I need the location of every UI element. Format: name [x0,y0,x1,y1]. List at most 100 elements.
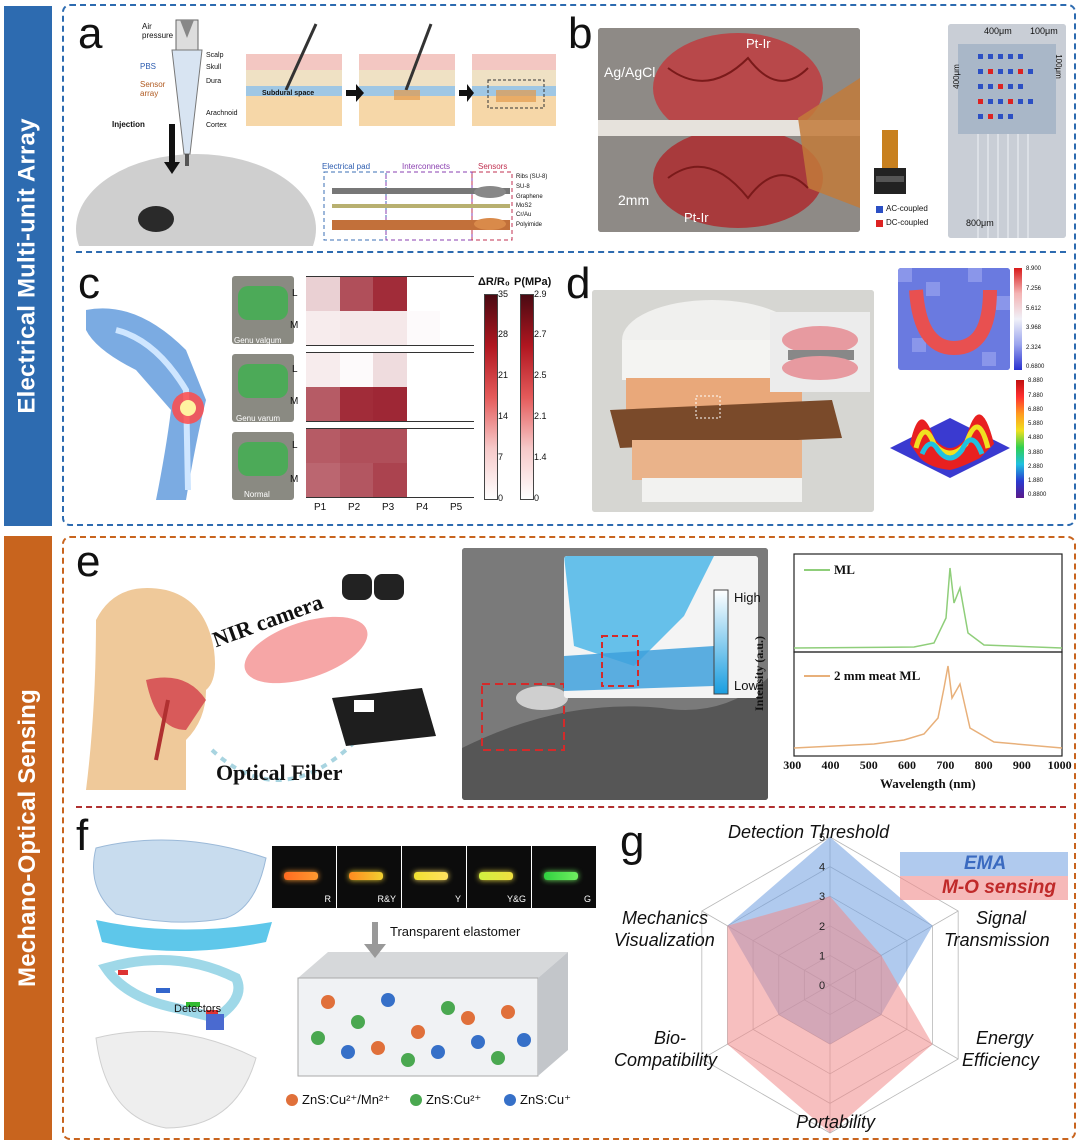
panel-c-letter: c [78,259,100,308]
panel-f-legend-dot-3 [504,1094,516,1106]
radar-label-mech-2: Visualization [614,930,715,950]
colorbar-tick: 2.7 [534,329,547,340]
panel-e-xlabel: Wavelength (nm) [880,776,976,791]
panel-a-label-pad: Electrical pad [322,162,371,171]
heatmap-cell [373,311,407,345]
panel-b-ac-swatch [876,206,883,213]
radar-label-portability: Portability [796,1112,876,1132]
panel-c-knee-svg [86,308,206,500]
colorbar-tick: 7.880 [1028,392,1044,399]
panel-a-label-cortex: Cortex [206,122,227,129]
panel-b-label-100-side: 100μm [1053,54,1063,79]
panel-b-label-ptir-top: Pt-Ir [746,36,771,51]
panel-e-setup-svg [86,574,436,790]
panel-a-label-su8: SU-8 [516,184,530,190]
spectrum-xtick: 300 [783,758,802,772]
colorbar-tick: 0.6800 [1026,364,1045,371]
heatmap-cell [339,353,374,387]
panel-b-label-agagcl: Ag/AgCl [604,64,656,80]
heatmap-cell [339,463,374,497]
colorbar-tick: 8.900 [1026,266,1042,273]
spectrum-xtick: 400 [821,758,840,772]
panel-b-label-800: 800μm [966,218,994,228]
colorbar-tick: 1.880 [1028,478,1044,485]
colorbar-tick: 5.612 [1026,305,1042,312]
panel-b-letter: b [568,9,593,58]
heatmap-cell [306,353,340,387]
panel-d-map-svg [898,268,1010,370]
panel-c-col-p1: P1 [314,502,327,513]
panel-b-svg [598,28,860,232]
panel-a-label-arachnoid: Arachnoid [206,110,238,117]
colorbar-tick: 2.880 [1028,463,1044,470]
panel-a-label-subdural: Subdural space [262,90,315,97]
panel-a-label-skull: Skull [206,64,222,71]
panel-c-colorbar-1-title: ΔR/R₀ [478,276,510,288]
section-tab-optical: Mechano-Optical Sensing [4,536,52,1140]
divider-electrical [76,251,1066,253]
heatmap-cell [406,353,441,387]
frame-optical [62,536,1076,1140]
panel-f-elastomer-svg [297,922,568,1077]
strip-cell: R [272,846,336,908]
panel-e-legend-meat: 2 mm meat ML [834,668,921,683]
colorbar-tick: 5.880 [1028,421,1044,428]
radar-tick-label: 1 [819,950,825,962]
heatmap-cell [339,387,374,421]
strip-glow [349,872,383,880]
panel-c-lm-1-l: L [292,288,298,299]
radar-tick-label: 4 [819,862,825,874]
panel-a-label-graphene: Graphene [516,194,543,200]
heatmap-cell [306,387,340,421]
panel-c-insole-1 [232,276,294,344]
panel-b-chip-svg [948,24,1066,238]
colorbar-tick: 7.256 [1026,286,1042,292]
strip-cell: G [532,846,596,908]
colorbar-tick: 6.880 [1028,406,1044,413]
panel-c-lm-3-l: L [292,440,298,451]
panel-c-colorbar-1 [484,294,498,500]
panel-b-label-dc: DC-coupled [886,218,929,227]
panel-e-legend-ml: ML [834,562,855,577]
panel-e-3d-inset [564,556,758,698]
panel-b-connector [870,130,910,200]
strip-label: R&Y [377,894,396,904]
panel-e-spectrum-plot [774,548,1066,798]
strip-cell: R&Y [337,846,401,908]
heatmap-cell [406,429,441,463]
section-tab-electrical-label: Electrical Multi-unit Array [14,118,41,414]
panel-a-label-crau: Cr/Au [516,212,532,218]
radar-legend-mo-swatch [900,876,1068,900]
heatmap-cell [339,429,374,463]
panel-b-label-400-top: 400μm [984,26,1012,36]
heatmap-cell [373,387,407,421]
panel-a-label-sensors: Sensors [478,162,508,171]
panel-c-lm-3-m: M [290,474,299,485]
heatmap-cell [306,277,340,311]
panel-a-label-injection: Injection [112,120,145,129]
panel-c-colorbar-2 [520,294,534,500]
heatmap-cell [373,353,407,387]
panel-c-insole-2 [232,354,294,422]
panel-a-label-ribs: Ribs (SU-8) [516,174,548,180]
panel-f-detectors-label: Detectors [174,1003,222,1015]
panel-e-inset-svg [564,556,758,698]
spectrum-xtick: 900 [1012,758,1031,772]
panel-b-label-400-side: 400μm [951,64,961,89]
spectrum-xtick: 800 [974,758,993,772]
panel-a-label-scalp: Scalp [206,52,224,59]
spectrum-xtick: 700 [936,758,955,772]
panel-f-letter: f [76,811,89,860]
panel-d-3d-surface [890,378,1010,498]
panel-f-legend-2: ZnS:Cu²⁺ [426,1092,482,1107]
panel-b-label-scale: 2mm [618,192,650,208]
panel-a-label-air: Air pressure [142,22,174,40]
radar-tick-label: 5 [819,832,825,844]
panel-a-label-interconnects: Interconnects [402,162,451,171]
panel-a-label-dura: Dura [206,78,222,85]
radar-legend-ema-swatch [900,852,1068,876]
radar-tick-label: 3 [819,891,825,903]
heatmap-cell [306,311,340,345]
